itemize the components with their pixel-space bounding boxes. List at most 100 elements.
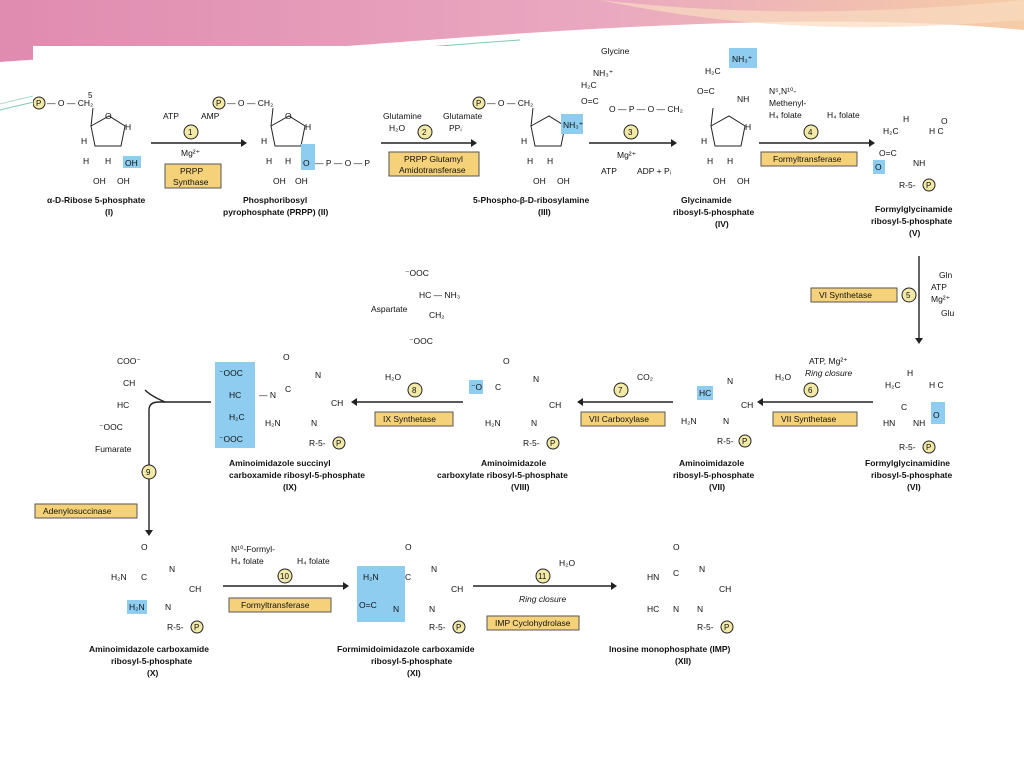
svg-text:N: N bbox=[429, 604, 435, 614]
svg-text:Ring closure: Ring closure bbox=[805, 368, 853, 378]
svg-text:HC: HC bbox=[647, 604, 659, 614]
svg-text:— O — CH₂: — O — CH₂ bbox=[227, 98, 273, 108]
svg-text:— O — CH₂: — O — CH₂ bbox=[487, 98, 533, 108]
svg-text:N: N bbox=[723, 416, 729, 426]
svg-text:Adenylosuccinase: Adenylosuccinase bbox=[43, 506, 112, 516]
svg-text:ribosyl-5-phosphate: ribosyl-5-phosphate bbox=[673, 207, 755, 217]
svg-text:P: P bbox=[336, 439, 341, 448]
svg-text:P: P bbox=[216, 99, 221, 108]
svg-text:OH: OH bbox=[93, 176, 106, 186]
svg-text:H: H bbox=[907, 368, 913, 378]
svg-text:Formyltransferase: Formyltransferase bbox=[773, 154, 842, 164]
svg-text:carboxylate ribosyl-5-phosphat: carboxylate ribosyl-5-phosphate bbox=[437, 470, 568, 480]
svg-text:NH₃⁺: NH₃⁺ bbox=[563, 120, 583, 130]
svg-text:(IX): (IX) bbox=[283, 482, 297, 492]
svg-text:CH: CH bbox=[123, 378, 135, 388]
svg-text:VII Synthetase: VII Synthetase bbox=[781, 414, 837, 424]
svg-text:4: 4 bbox=[808, 128, 813, 137]
svg-text:H₂N: H₂N bbox=[681, 416, 697, 426]
svg-text:ribosyl-5-phosphate: ribosyl-5-phosphate bbox=[871, 470, 953, 480]
svg-text:ATP, Mg²⁺: ATP, Mg²⁺ bbox=[809, 356, 848, 366]
step-5-badge bbox=[901, 287, 917, 303]
svg-text:H: H bbox=[83, 156, 89, 166]
svg-text:H: H bbox=[81, 136, 87, 146]
svg-text:H₂C: H₂C bbox=[885, 380, 901, 390]
svg-text:O: O bbox=[673, 542, 680, 552]
svg-text:H: H bbox=[707, 156, 713, 166]
svg-text:CH: CH bbox=[451, 584, 463, 594]
aspartate-label: Aspartate bbox=[371, 304, 408, 314]
svg-text:Ring closure: Ring closure bbox=[519, 594, 567, 604]
svg-text:H: H bbox=[903, 114, 909, 124]
enzyme-prpp-synthase bbox=[164, 163, 222, 189]
svg-text:H: H bbox=[547, 156, 553, 166]
svg-text:H: H bbox=[105, 156, 111, 166]
step-1-amp: AMP bbox=[201, 111, 220, 121]
purine-synthesis-diagram: P — O — CH₂ 5 O H H H H OH OH OH α-D-Rib… bbox=[32, 46, 955, 678]
svg-text:— P — O — P: — P — O — P bbox=[315, 158, 370, 168]
svg-text:P: P bbox=[926, 181, 931, 190]
svg-text:H₂N: H₂N bbox=[363, 572, 379, 582]
step-1-number: 1 bbox=[188, 128, 193, 137]
svg-text:Glu: Glu bbox=[941, 308, 955, 318]
svg-text:C: C bbox=[901, 402, 907, 412]
compound-XI-structure: O H₂N C N CH O=C N N R-5- P bbox=[357, 542, 466, 634]
svg-text:H₂C: H₂C bbox=[581, 80, 597, 90]
step-2-badge bbox=[417, 124, 433, 140]
svg-text:H₄ folate: H₄ folate bbox=[827, 110, 860, 120]
compound-V-structure: H H₂C H C O O=C O NH R-5- P bbox=[873, 114, 948, 192]
svg-text:carboxamide ribosyl-5-phosphat: carboxamide ribosyl-5-phosphate bbox=[229, 470, 365, 480]
compound-XII-structure: O HN C N CH HC N N R-5- P bbox=[647, 542, 734, 634]
svg-text:Aminoimidazole carboxamide: Aminoimidazole carboxamide bbox=[89, 644, 209, 654]
svg-text:O: O bbox=[875, 162, 882, 172]
compound-II-name: Phosphoribosyl bbox=[243, 195, 307, 205]
svg-text:P: P bbox=[742, 437, 747, 446]
svg-text:CH: CH bbox=[719, 584, 731, 594]
svg-text:P: P bbox=[476, 99, 481, 108]
svg-text:H: H bbox=[745, 122, 751, 132]
svg-text:C: C bbox=[673, 568, 679, 578]
compound-I-roman: (I) bbox=[105, 207, 113, 217]
step-1-atp: ATP bbox=[163, 111, 179, 121]
svg-text:C: C bbox=[285, 384, 291, 394]
svg-text:H: H bbox=[125, 122, 131, 132]
svg-text:H₂N: H₂N bbox=[111, 572, 127, 582]
svg-text:OH: OH bbox=[273, 176, 286, 186]
svg-text:— O — CH₂: — O — CH₂ bbox=[47, 98, 93, 108]
svg-text:Glycinamide: Glycinamide bbox=[681, 195, 732, 205]
svg-text:O: O bbox=[405, 542, 412, 552]
svg-text:H₂O: H₂O bbox=[559, 558, 575, 568]
svg-text:H: H bbox=[285, 156, 291, 166]
step-11-badge bbox=[535, 568, 551, 584]
svg-text:H C: H C bbox=[929, 380, 944, 390]
svg-text:VII Carboxylase: VII Carboxylase bbox=[589, 414, 649, 424]
svg-text:R-5-: R-5- bbox=[717, 436, 734, 446]
svg-text:H: H bbox=[261, 136, 267, 146]
svg-text:N: N bbox=[315, 370, 321, 380]
step-2-glu: Glutamate bbox=[443, 111, 482, 121]
svg-text:⁻O: ⁻O bbox=[471, 382, 482, 392]
enzyme-formyltransferase-10 bbox=[228, 597, 332, 613]
svg-text:R-5-: R-5- bbox=[309, 438, 326, 448]
svg-text:O — P — O — CH₂: O — P — O — CH₂ bbox=[609, 104, 683, 114]
svg-text:10: 10 bbox=[280, 572, 289, 581]
svg-text:H₂O: H₂O bbox=[775, 372, 791, 382]
svg-text:8: 8 bbox=[412, 386, 417, 395]
compound-X-structure: O H₂N C N CH H₂N N R-5- P bbox=[111, 542, 204, 634]
svg-text:H: H bbox=[527, 156, 533, 166]
step-6-badge bbox=[803, 382, 819, 398]
svg-text:OH: OH bbox=[713, 176, 726, 186]
svg-text:ribosyl-5-phosphate: ribosyl-5-phosphate bbox=[111, 656, 193, 666]
compound-VI-structure: H H₂C H C C O HN NH R-5- P bbox=[883, 368, 945, 454]
svg-text:N¹⁰-Formyl-: N¹⁰-Formyl- bbox=[231, 544, 275, 554]
svg-text:NH: NH bbox=[913, 418, 925, 428]
svg-text:H₂N: H₂N bbox=[129, 602, 145, 612]
svg-text:O: O bbox=[933, 410, 940, 420]
svg-text:H₂N: H₂N bbox=[485, 418, 501, 428]
svg-text:H₂C: H₂C bbox=[705, 66, 721, 76]
svg-text:H₂O: H₂O bbox=[385, 372, 401, 382]
svg-text:CH: CH bbox=[189, 584, 201, 594]
svg-text:(X): (X) bbox=[147, 668, 159, 678]
svg-text:N: N bbox=[431, 564, 437, 574]
step-7-badge bbox=[613, 382, 629, 398]
